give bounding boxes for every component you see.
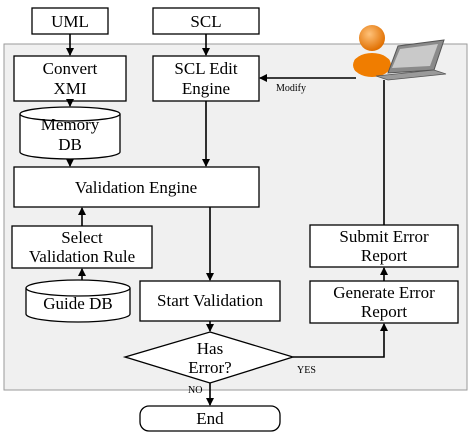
submit-error-report-label-line2: Report [361, 246, 408, 265]
end-node: End [139, 405, 281, 432]
has-error-label-line2: Error? [188, 358, 231, 377]
memory-db-node: Memory DB [19, 106, 121, 160]
select-validation-rule-label-line2: Validation Rule [29, 247, 135, 266]
memory-db-label-line2: DB [58, 135, 82, 154]
select-validation-rule-node: Select Validation Rule [11, 225, 153, 269]
modify-label: Modify [276, 83, 306, 94]
generate-error-report-node: Generate Error Report [309, 280, 459, 324]
system-panel [3, 43, 468, 391]
uml-node: UML [31, 7, 109, 35]
convert-xmi-label-line2: XMI [53, 79, 86, 98]
convert-xmi-label-line1: Convert [43, 59, 98, 78]
start-validation-label: Start Validation [157, 291, 263, 310]
has-error-decision: Has Error? [122, 331, 296, 384]
scl-node: SCL [152, 7, 260, 35]
guide-db-node: Guide DB [25, 279, 131, 323]
convert-xmi-node: Convert XMI [13, 55, 127, 102]
scl-edit-engine-label-line1: SCL Edit [174, 59, 237, 78]
no-label: NO [188, 385, 202, 396]
user-laptop-icon [353, 25, 447, 81]
scl-label: SCL [190, 12, 221, 31]
scl-edit-engine-label-line2: Engine [182, 79, 230, 98]
validation-engine-node: Validation Engine [13, 166, 260, 208]
has-error-label-line1: Has [197, 339, 223, 358]
edge-decision-yes-to-generate [293, 323, 388, 358]
scl-edit-engine-node: SCL Edit Engine [152, 55, 260, 102]
start-validation-node: Start Validation [139, 280, 281, 322]
guide-db-label: Guide DB [43, 294, 112, 313]
end-label: End [196, 409, 224, 428]
yes-label: YES [297, 365, 316, 376]
select-validation-rule-label-line1: Select [61, 228, 103, 247]
memory-db-label-line1: Memory [41, 115, 100, 134]
generate-error-report-label-line1: Generate Error [333, 283, 435, 302]
generate-error-report-label-line2: Report [361, 302, 408, 321]
submit-error-report-label-line1: Submit Error [339, 227, 429, 246]
validation-engine-label: Validation Engine [75, 178, 197, 197]
submit-error-report-node: Submit Error Report [309, 224, 459, 268]
uml-label: UML [51, 12, 89, 31]
